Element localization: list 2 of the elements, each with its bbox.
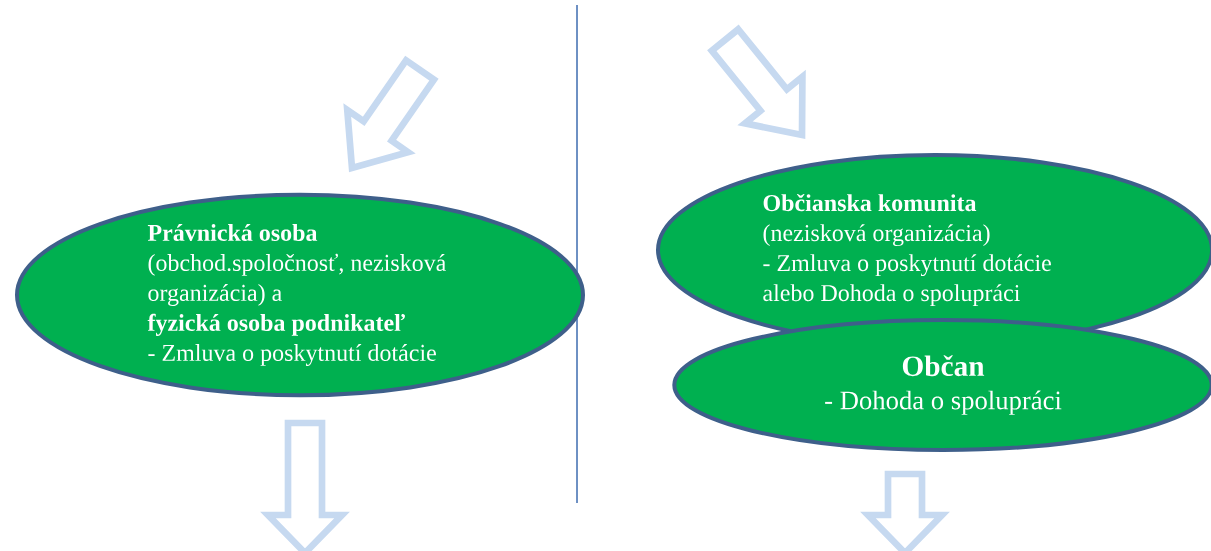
- block-arrow: [860, 470, 950, 551]
- block-arrow: [260, 419, 350, 551]
